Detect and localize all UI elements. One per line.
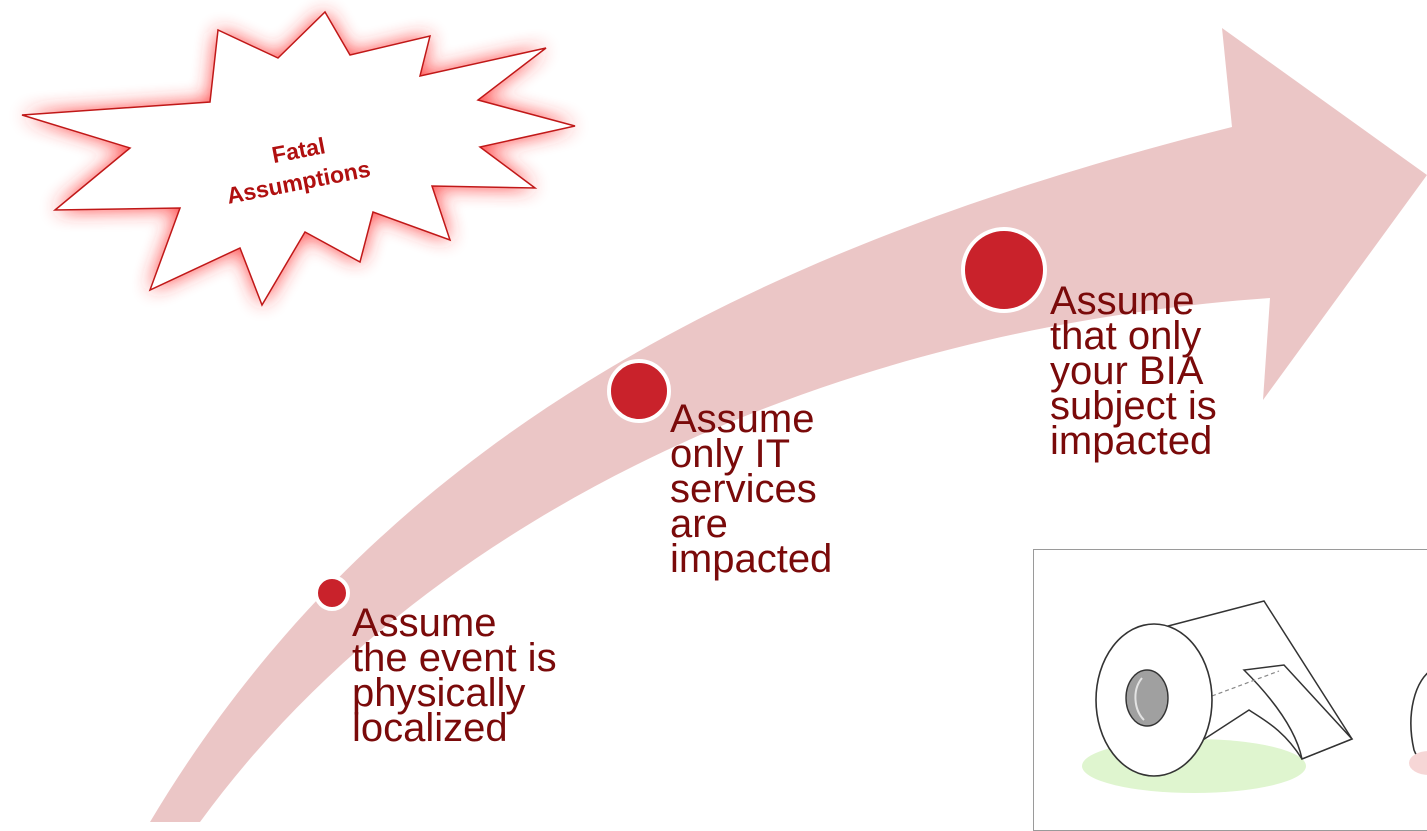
step-3-dot: [961, 227, 1047, 313]
step-2-dot: [607, 359, 671, 423]
illustration-frame: [1033, 549, 1427, 831]
step-1-label: Assume the event is physically localized: [352, 601, 557, 750]
step-1-dot: [314, 575, 350, 611]
fatal-assumptions-badge: Fatal Assumptions: [21, 10, 576, 307]
step-2-label: Assume only IT services are impacted: [670, 397, 833, 581]
toilet-paper-roll-icon: [1082, 600, 1427, 793]
progress-arrow: [150, 28, 1427, 822]
step-3-label: Assume that only your BIA subject is imp…: [1050, 279, 1217, 463]
